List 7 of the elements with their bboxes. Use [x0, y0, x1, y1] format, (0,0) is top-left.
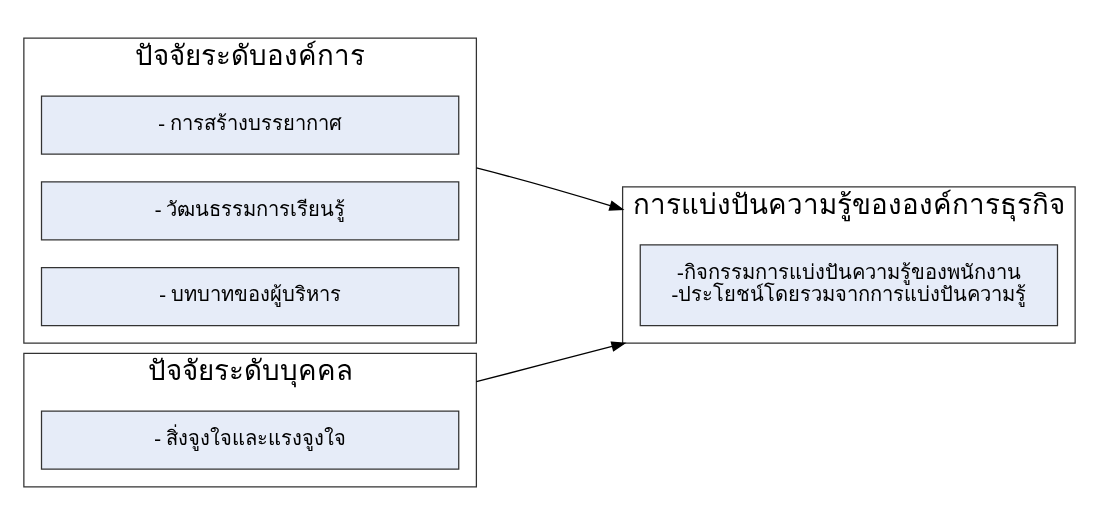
node-box: -กิจกรรมการแบ่งปันความรู้ของพนักงาน -ประโยชน์โดยรวมจากการแบ่งปันความรู้ [639, 244, 1059, 327]
node-box: - วัฒนธรรมการเรียนรู้ [40, 181, 460, 241]
node-box: - สิ่งจูงใจและแรงจูงใจ [40, 410, 460, 470]
arrow [475, 167, 625, 211]
node-box: - บทบาทของผู้บริหาร [40, 266, 460, 327]
node-box: - การสร้างบรรยากาศ [40, 95, 460, 155]
arrow [475, 341, 627, 383]
